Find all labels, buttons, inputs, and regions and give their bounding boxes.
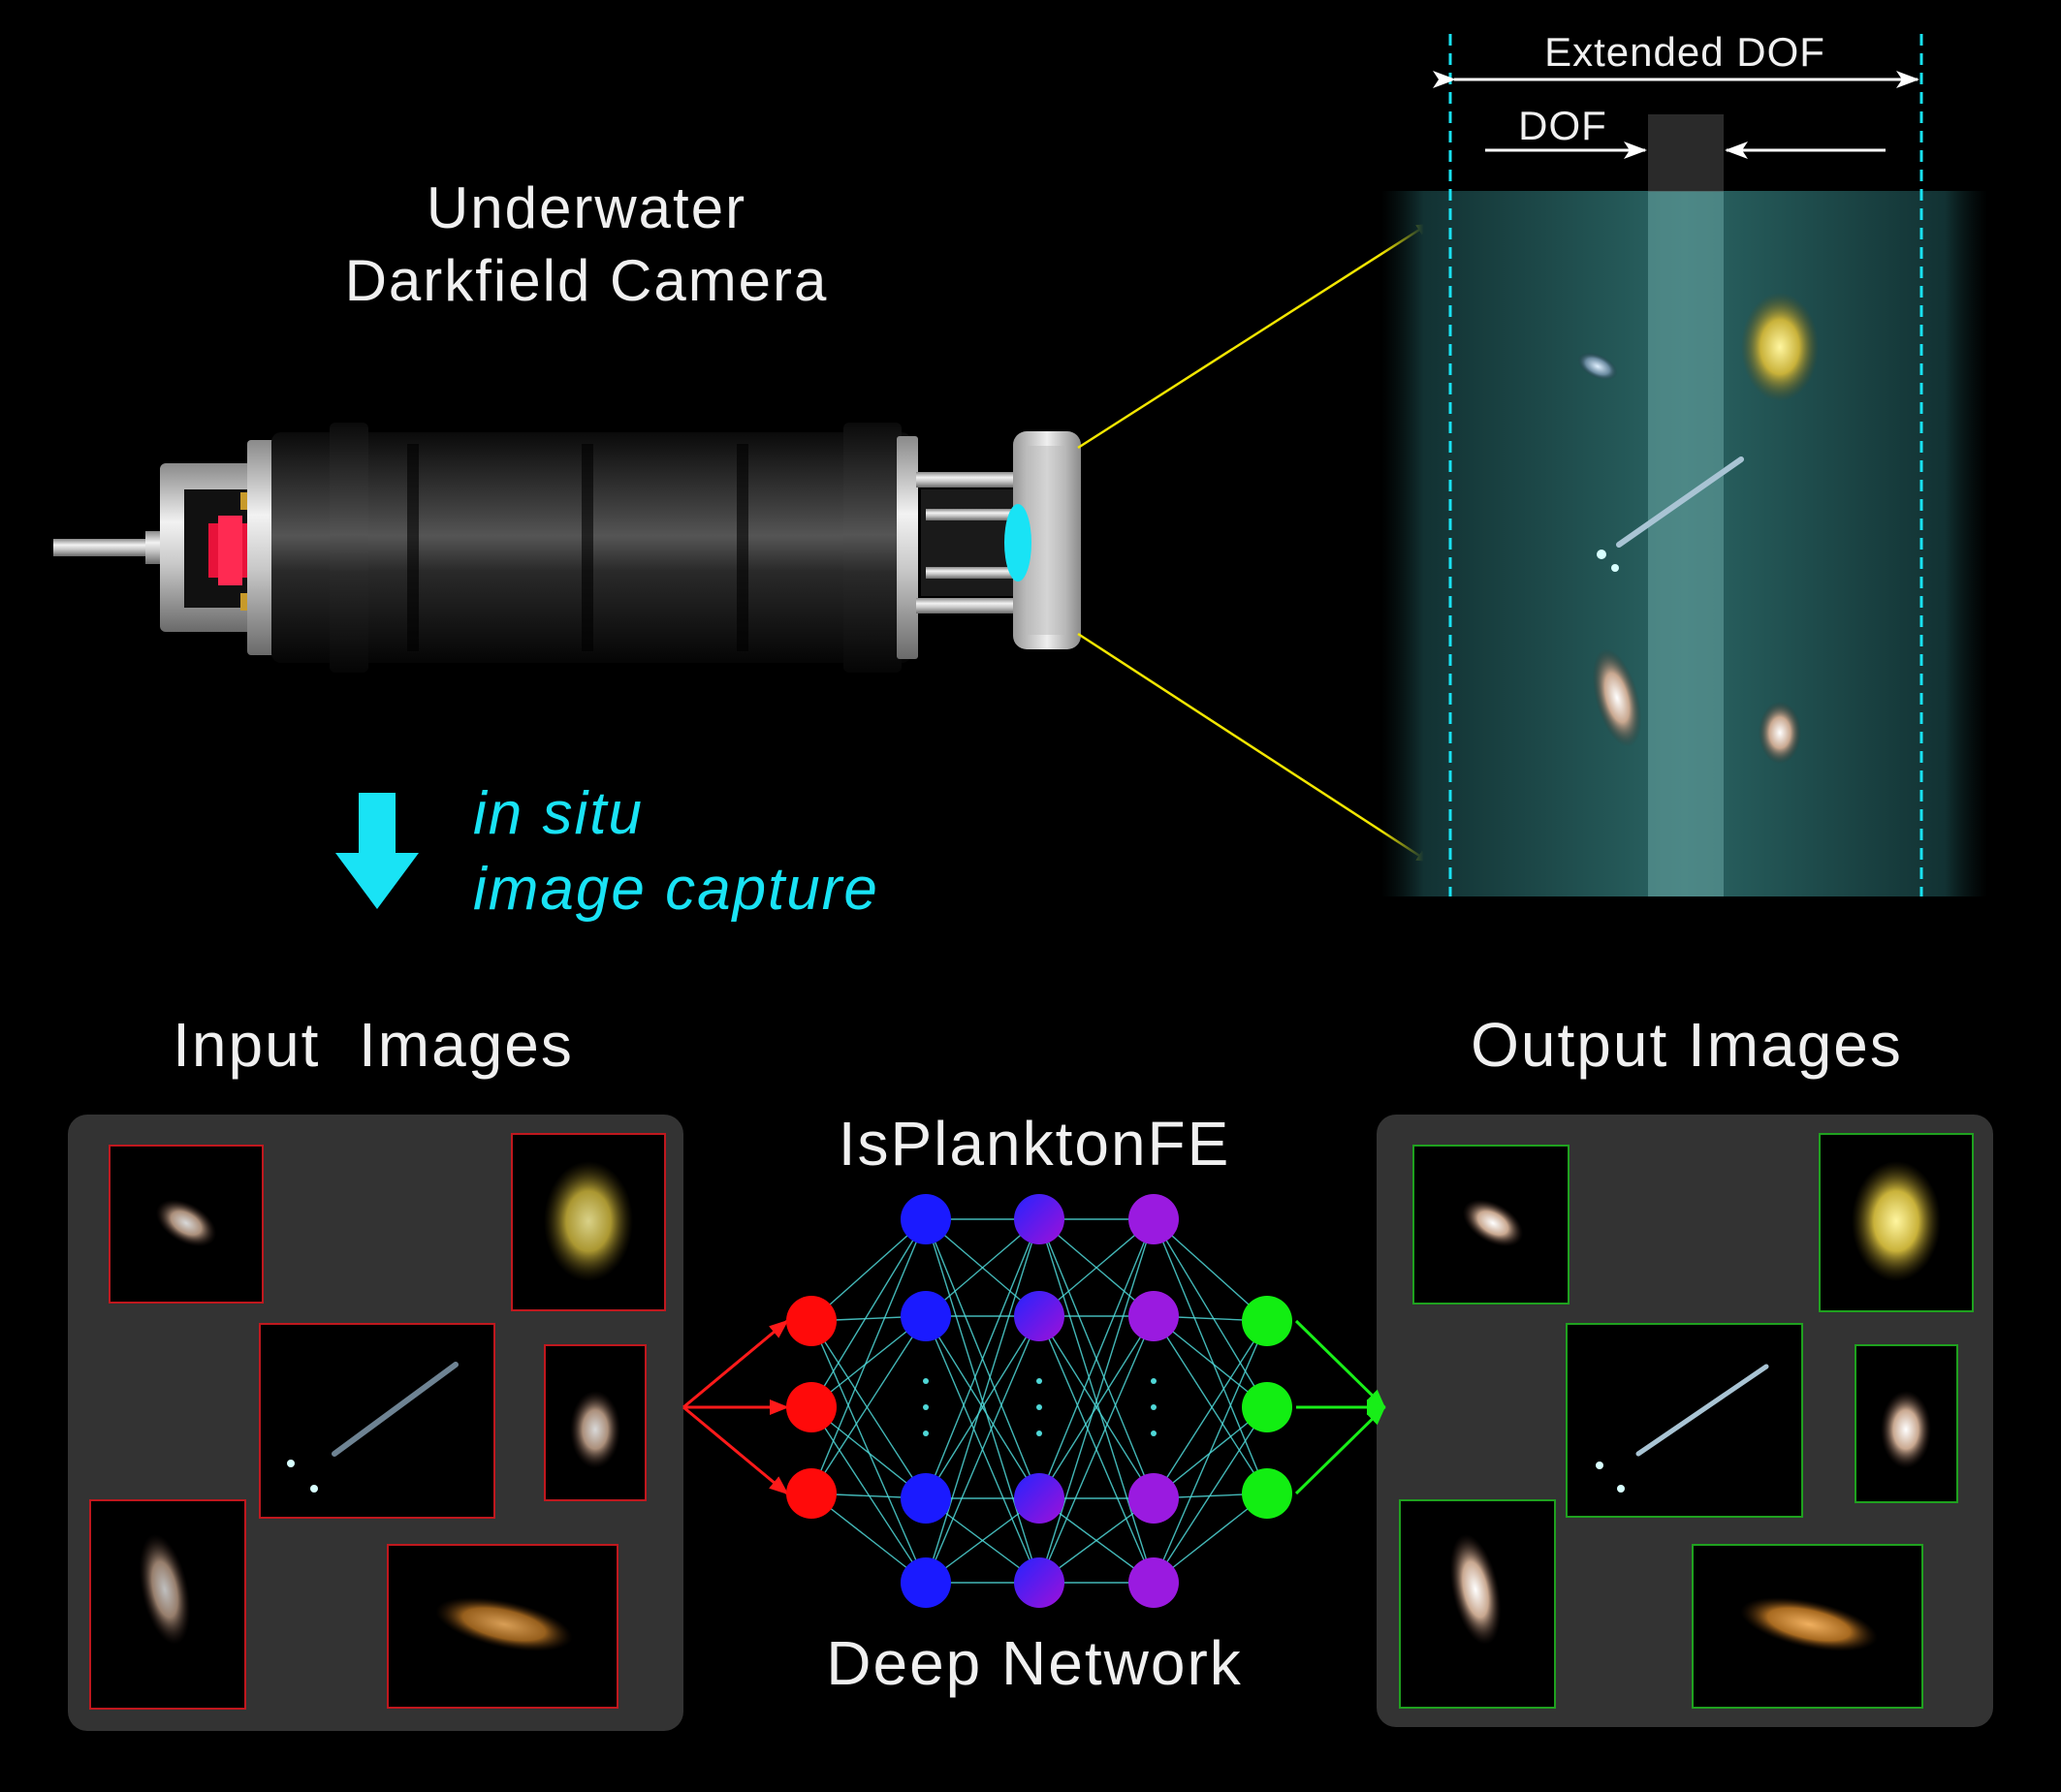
network-edge bbox=[1153, 1218, 1268, 1494]
network-node-hidden3 bbox=[1128, 1291, 1179, 1341]
network-edge bbox=[1038, 1218, 1155, 1584]
imaging-volume bbox=[1381, 34, 1987, 896]
network-subtitle: Deep Network bbox=[826, 1628, 1243, 1698]
network-nodes bbox=[786, 1194, 1292, 1608]
input-thumb-orange-colony bbox=[387, 1544, 618, 1709]
capture-label-line2: image capture bbox=[473, 856, 879, 923]
network-ellipsis-dot bbox=[1151, 1430, 1157, 1436]
capture-label-line1: in situ bbox=[473, 780, 644, 847]
network-node-hidden3 bbox=[1128, 1557, 1179, 1608]
output-thumb-elongated bbox=[1566, 1323, 1803, 1518]
darkfield-camera bbox=[53, 423, 1081, 673]
network-ellipsis-dot bbox=[1036, 1404, 1042, 1410]
input-images-panel bbox=[68, 1115, 683, 1731]
network-ellipsis-dot bbox=[1151, 1378, 1157, 1384]
network-node-output bbox=[1242, 1382, 1292, 1432]
input-thumb-copepod bbox=[109, 1145, 264, 1304]
network-node-input bbox=[786, 1296, 837, 1346]
network-edge bbox=[1038, 1315, 1155, 1584]
network-title: IsPlanktonFE bbox=[839, 1109, 1231, 1179]
ray-bottom-arrow bbox=[1077, 632, 1429, 863]
network-node-hidden2 bbox=[1014, 1291, 1064, 1341]
network-node-output bbox=[1242, 1468, 1292, 1519]
network-edge bbox=[1153, 1218, 1268, 1408]
output-images-panel bbox=[1377, 1115, 1993, 1727]
network-edge bbox=[1153, 1320, 1268, 1584]
network-edge bbox=[1038, 1315, 1155, 1499]
network-ellipsis-dot bbox=[923, 1430, 929, 1436]
network-edge bbox=[810, 1320, 927, 1584]
output-images-title: Output Images bbox=[1471, 1010, 1903, 1080]
network-node-hidden1 bbox=[901, 1473, 951, 1524]
output-thumb-yellow-larva bbox=[1819, 1133, 1974, 1312]
network-edge bbox=[1153, 1218, 1268, 1322]
camera-title-line1: Underwater bbox=[427, 175, 746, 240]
network-node-hidden1 bbox=[901, 1194, 951, 1244]
ray-top-arrow bbox=[1077, 223, 1429, 450]
network-edge bbox=[925, 1218, 1040, 1499]
network-edge bbox=[810, 1320, 927, 1499]
network-ellipsis-dot bbox=[1036, 1378, 1042, 1384]
network-edge bbox=[1153, 1320, 1268, 1499]
network-connections bbox=[810, 1218, 1268, 1584]
network-ellipsis-dot bbox=[923, 1404, 929, 1410]
network-node-input bbox=[786, 1468, 837, 1519]
network-edge bbox=[925, 1218, 1040, 1584]
output-thumb-shrimp bbox=[1399, 1499, 1556, 1709]
network-output-arrows bbox=[1294, 1319, 1386, 1495]
network-edge bbox=[810, 1218, 927, 1408]
input-images-title: Input Images bbox=[173, 1010, 574, 1080]
network-edge bbox=[925, 1315, 1040, 1499]
network-ellipsis-dot bbox=[1036, 1430, 1042, 1436]
input-thumb-elongated bbox=[259, 1323, 495, 1519]
network-node-input bbox=[786, 1382, 837, 1432]
camera-title-line2: Darkfield Camera bbox=[345, 248, 829, 313]
extended-dof-label: Extended DOF bbox=[1544, 29, 1825, 75]
output-thumb-small-crustacean bbox=[1855, 1344, 1958, 1503]
network-input-arrows bbox=[682, 1319, 789, 1495]
network-ellipsis-dot bbox=[923, 1378, 929, 1384]
network-edge bbox=[1038, 1218, 1155, 1499]
input-thumb-small-crustacean bbox=[544, 1344, 647, 1501]
network-node-hidden3 bbox=[1128, 1194, 1179, 1244]
dof-label: DOF bbox=[1518, 103, 1607, 148]
network-node-hidden3 bbox=[1128, 1473, 1179, 1524]
output-thumb-copepod bbox=[1412, 1145, 1570, 1305]
network-node-hidden2 bbox=[1014, 1557, 1064, 1608]
input-thumb-shrimp bbox=[89, 1499, 246, 1710]
output-thumb-orange-colony bbox=[1692, 1544, 1923, 1709]
network-edge bbox=[810, 1315, 927, 1494]
network-edge bbox=[925, 1315, 1040, 1584]
network-node-hidden2 bbox=[1014, 1194, 1064, 1244]
network-node-hidden1 bbox=[901, 1291, 951, 1341]
network-node-hidden2 bbox=[1014, 1473, 1064, 1524]
network-edge bbox=[810, 1218, 927, 1322]
network-node-output bbox=[1242, 1296, 1292, 1346]
network-edge bbox=[1153, 1315, 1268, 1494]
network-edge bbox=[810, 1406, 927, 1584]
input-thumb-yellow-larva bbox=[511, 1133, 666, 1311]
network-ellipsis-dot bbox=[1151, 1404, 1157, 1410]
capture-down-arrow bbox=[335, 793, 419, 909]
network-node-hidden1 bbox=[901, 1557, 951, 1608]
network-edge bbox=[1153, 1406, 1268, 1584]
network-edge bbox=[810, 1218, 927, 1494]
